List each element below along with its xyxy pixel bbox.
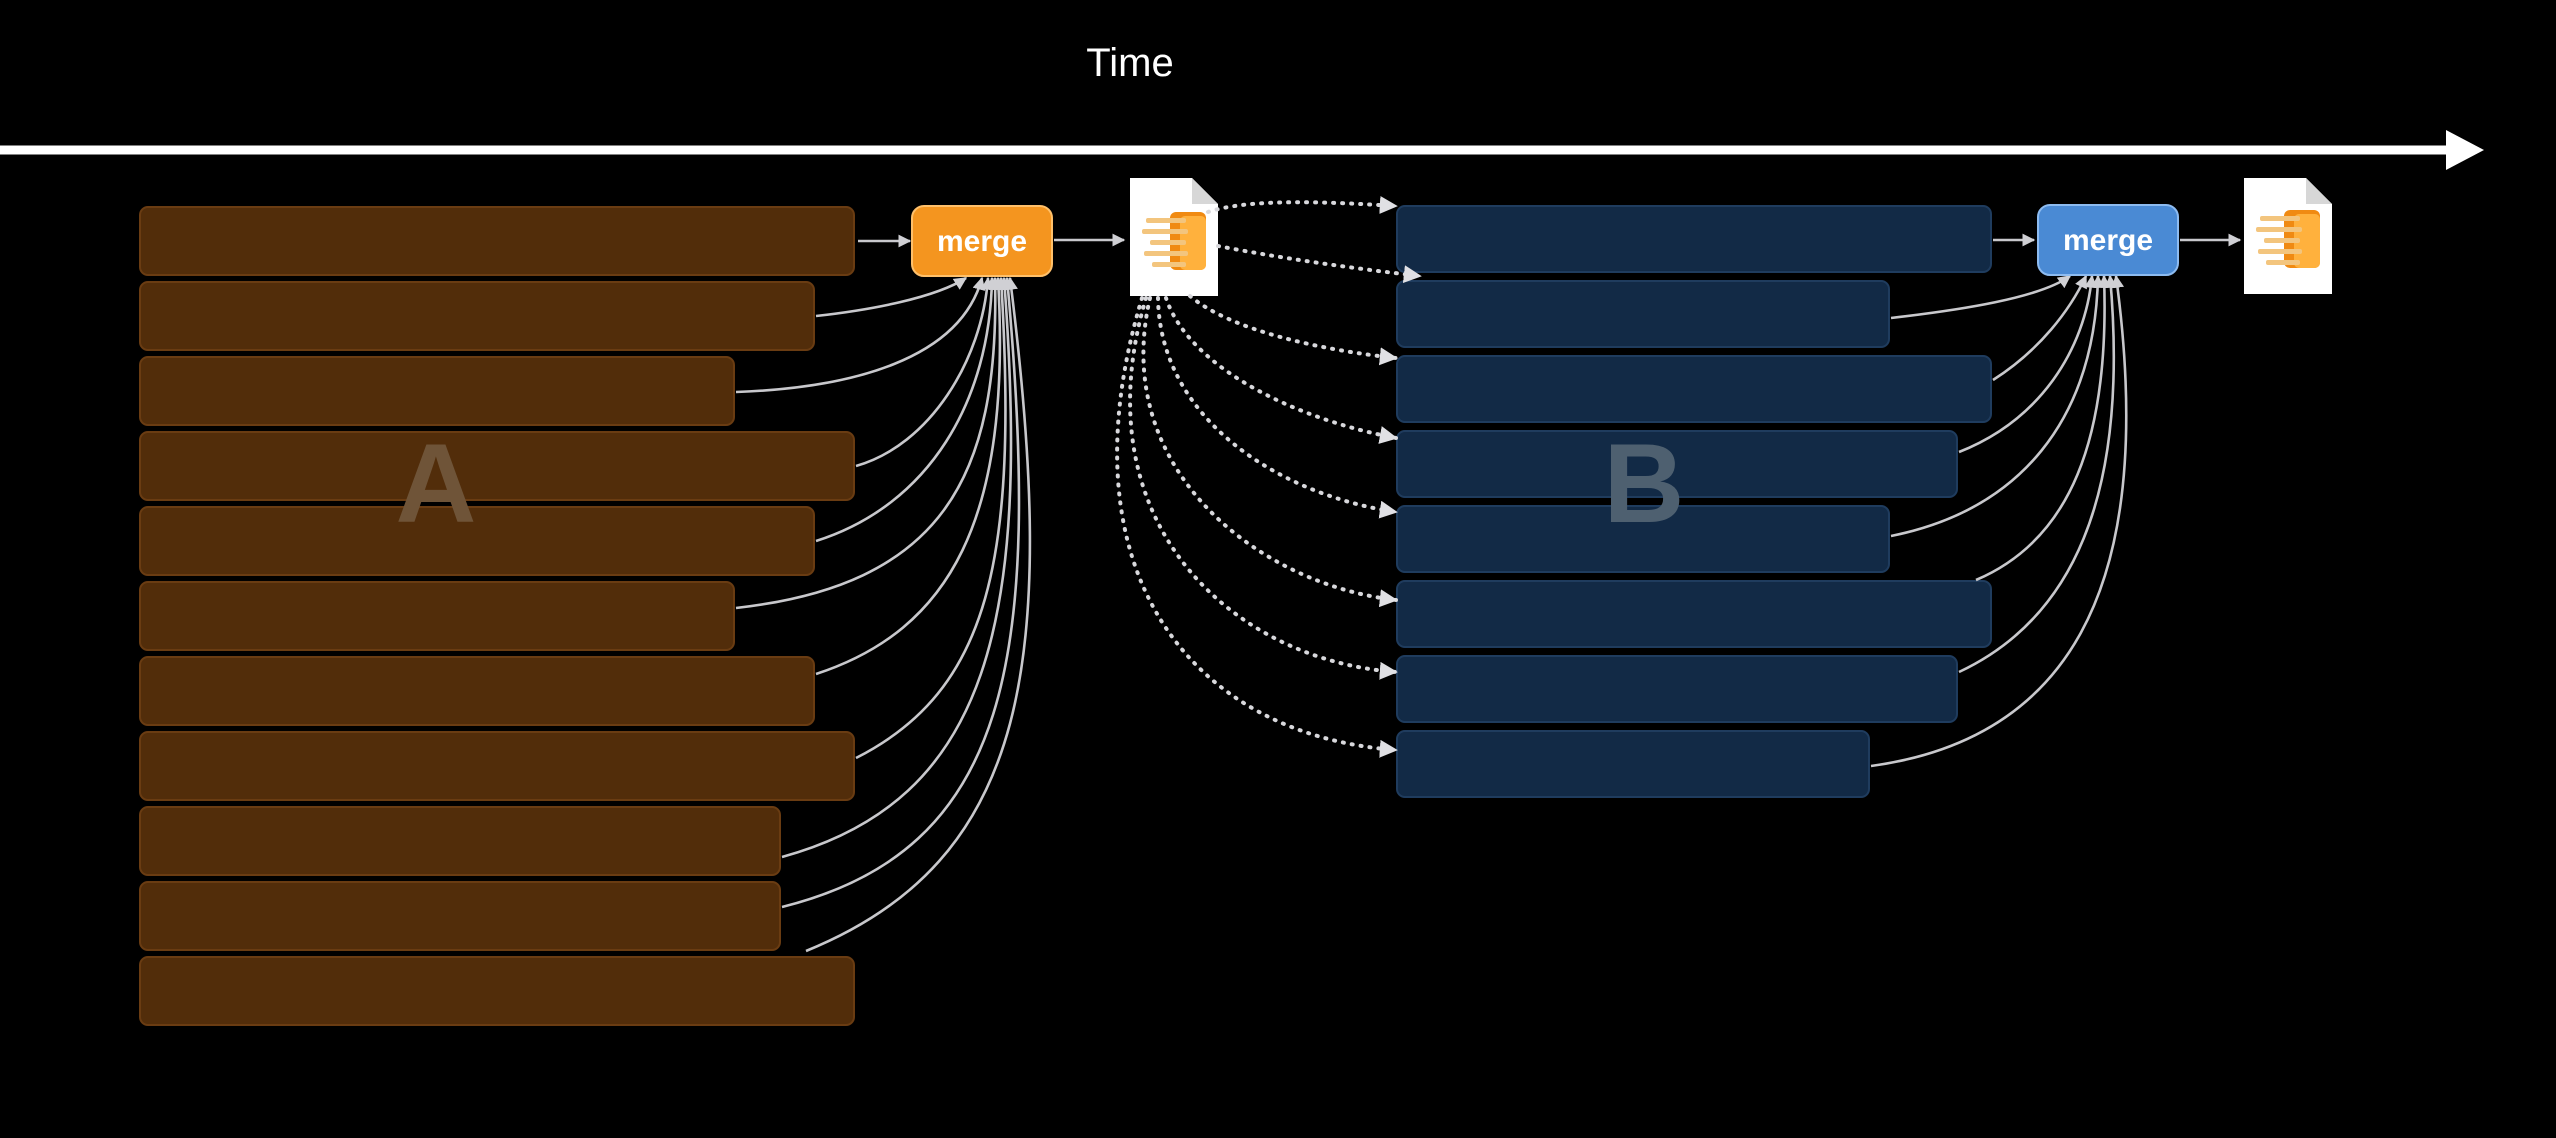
lane-b-1 <box>1396 205 1992 273</box>
lane-a-4 <box>139 431 855 501</box>
group-b-lanes <box>1396 205 1992 798</box>
lane-b-3 <box>1396 355 1992 423</box>
merge-b-label: merge <box>2063 224 2153 257</box>
group-b-label: B <box>1604 421 1685 546</box>
group-a-connectors <box>735 234 1032 953</box>
lane-a-9 <box>139 806 781 876</box>
lane-b-2 <box>1396 280 1890 348</box>
lane-b-4 <box>1396 430 1958 498</box>
lane-a-8 <box>139 731 855 801</box>
merge-a-node: merge <box>911 205 1053 277</box>
lane-a-6 <box>139 581 735 651</box>
lane-a-2 <box>139 281 815 351</box>
time-axis-arrowhead <box>2446 130 2484 170</box>
group-a-label: A <box>396 421 477 546</box>
lane-b-6 <box>1396 580 1992 648</box>
lane-b-7 <box>1396 655 1958 723</box>
document-icon <box>1130 178 1218 296</box>
lane-a-10 <box>139 881 781 951</box>
file-to-group-b-connectors <box>1115 196 1422 758</box>
lane-b-8 <box>1396 730 1870 798</box>
lane-a-11 <box>139 956 855 1026</box>
time-axis-label: Time <box>1086 41 1173 85</box>
lane-a-5 <box>139 506 815 576</box>
group-a-lanes <box>139 206 855 1026</box>
lane-a-7 <box>139 656 815 726</box>
merge-b-node: merge <box>2037 204 2179 276</box>
merge-a-label: merge <box>937 225 1027 258</box>
document-icon <box>2244 178 2332 294</box>
lane-a-1 <box>139 206 855 276</box>
lane-a-3 <box>139 356 735 426</box>
group-b-connectors <box>1870 233 2128 768</box>
lane-b-5 <box>1396 505 1890 573</box>
